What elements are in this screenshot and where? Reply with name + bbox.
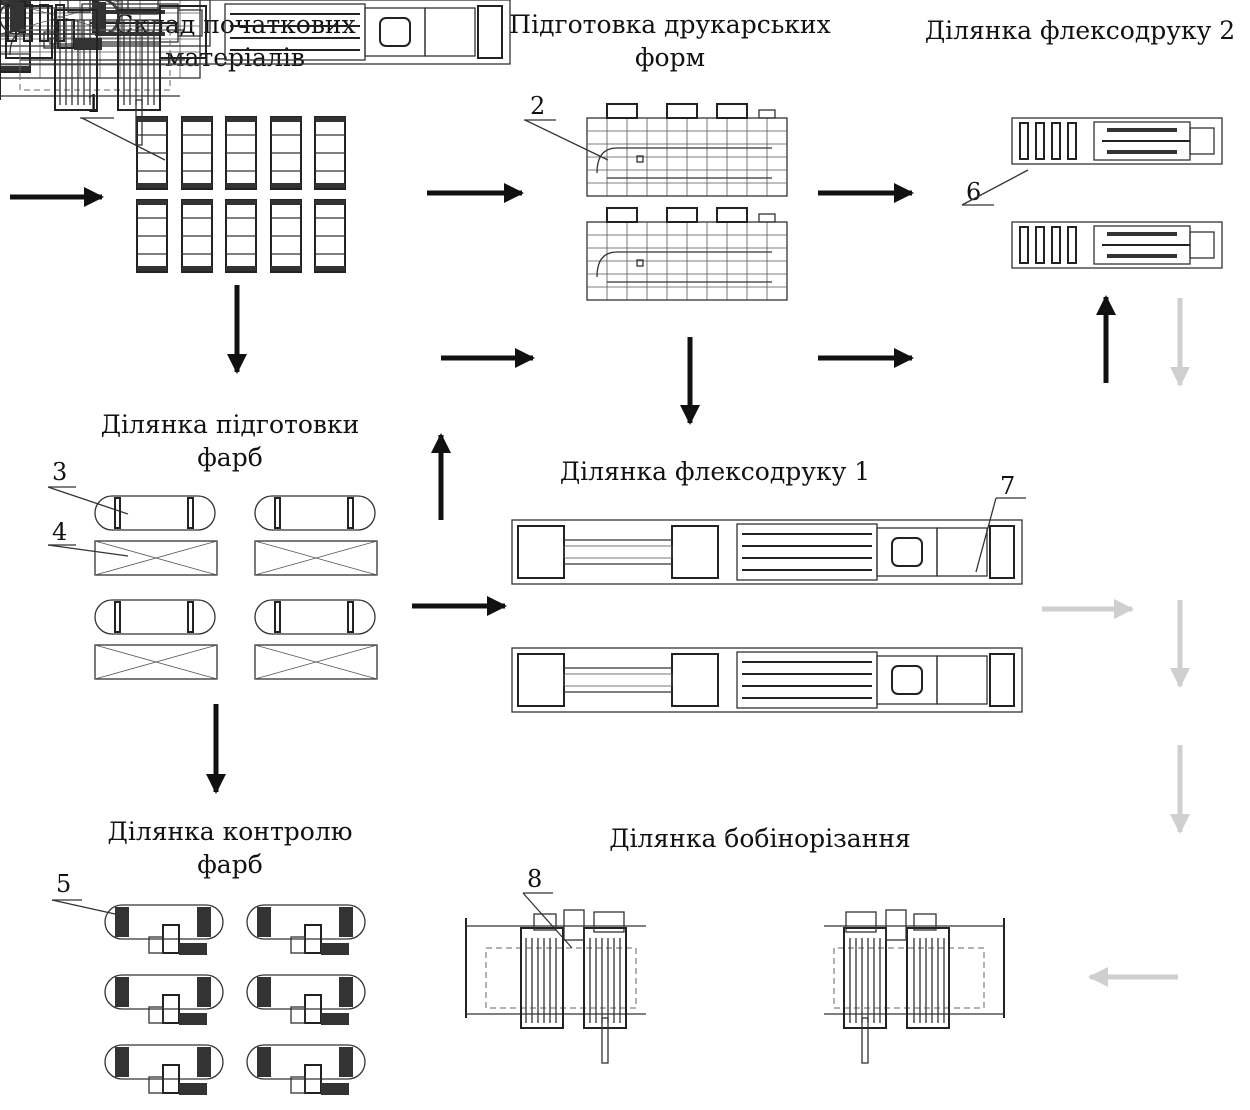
inactive-flow-arrows (1042, 298, 1180, 977)
leader-lines (48, 118, 1028, 948)
flexo2-machines (0, 0, 1222, 268)
ink-prep-equipment (0, 0, 377, 679)
active-flow-arrows (10, 193, 1106, 792)
slitting-machines (0, 0, 1004, 1063)
